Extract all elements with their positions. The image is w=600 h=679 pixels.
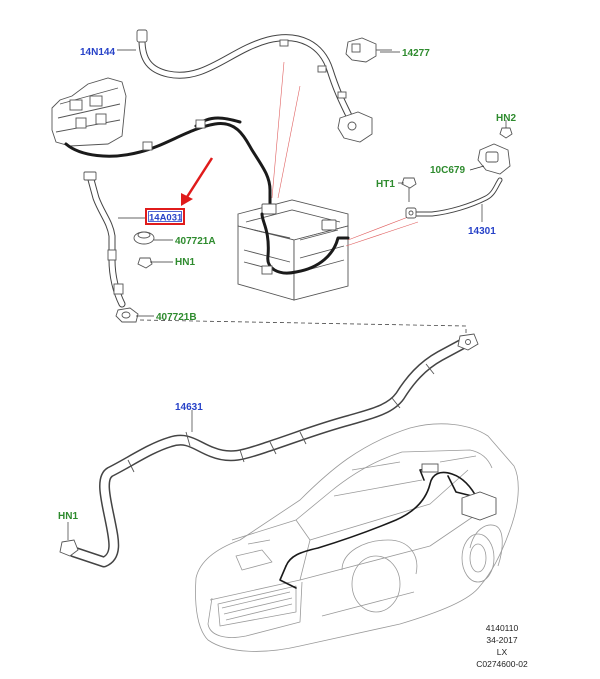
label-14n144: 14N144 [80, 47, 115, 58]
nut-hn1-top[interactable] [137, 257, 153, 269]
battery-harness[interactable] [260, 212, 350, 275]
label-407721b: 407721B [156, 312, 197, 323]
label-hn1-top: HN1 [175, 257, 195, 268]
harness-14n144[interactable] [136, 29, 354, 122]
label-hn2: HN2 [496, 113, 516, 124]
main-harness-cable[interactable] [64, 122, 272, 207]
label-hn1-bottom: HN1 [58, 511, 78, 522]
grommet-407721a[interactable] [133, 231, 155, 245]
vehicle-outline [195, 423, 519, 652]
footer-line-1: 4140110 [486, 623, 519, 633]
label-14a031: 14A031 [149, 213, 183, 224]
fuse-box [51, 77, 127, 147]
sensor-10c679[interactable] [477, 143, 511, 175]
label-10c679: 10C679 [430, 165, 465, 176]
leader-lines [67, 49, 507, 540]
sensor-14277[interactable] [337, 37, 392, 143]
harness-clip [195, 119, 206, 129]
harness-clip [142, 141, 153, 151]
bolt-ht1[interactable] [401, 177, 417, 202]
battery-cable-14631[interactable] [59, 333, 479, 568]
vehicle-harness-front [279, 565, 297, 589]
nut-hn2[interactable] [499, 124, 513, 139]
footer-line-3: LX [497, 647, 508, 657]
ground-strap-14301[interactable] [405, 177, 503, 219]
connection-dashed-line [139, 319, 467, 340]
label-407721a: 407721A [175, 236, 216, 247]
vehicle-harness [285, 471, 479, 567]
label-14631: 14631 [175, 402, 203, 413]
cable-14a031[interactable] [83, 171, 126, 308]
label-ht1: HT1 [376, 179, 395, 190]
vehicle-fuse-box [421, 463, 439, 473]
drawing-reference: 4140110 34-2017 LX C0274600-02 [476, 623, 528, 669]
highlight-arrow [181, 157, 214, 206]
terminal-407721b[interactable] [115, 307, 139, 323]
vehicle-battery [461, 491, 497, 521]
footer-line-4: C0274600-02 [476, 659, 528, 669]
footer-line-2: 34-2017 [486, 635, 517, 645]
highlighted-part-label[interactable]: 14A031 [145, 208, 185, 225]
label-14301: 14301 [468, 226, 496, 237]
label-14277: 14277 [402, 48, 430, 59]
